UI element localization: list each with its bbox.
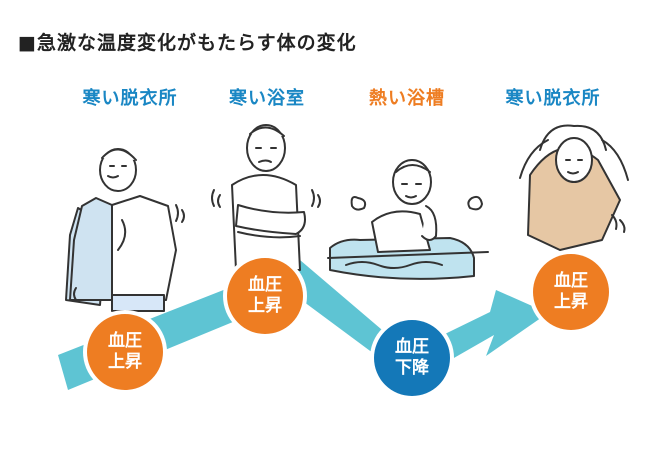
stage-label-cold-bathroom: 寒い浴室 xyxy=(229,88,305,109)
person-in-hot-bathtub xyxy=(327,159,489,280)
badge-blood-pressure-rise-3: 血圧 上昇 xyxy=(533,254,609,330)
badge-blood-pressure-rise-1: 血圧 上昇 xyxy=(87,314,163,390)
badge-line2: 下降 xyxy=(395,358,429,378)
badge-line1: 血圧 xyxy=(108,330,142,351)
stage-label-cold-dressing-room-2: 寒い脱衣所 xyxy=(505,88,601,109)
badge-blood-pressure-rise-2: 血圧 上昇 xyxy=(227,258,303,334)
diagram-title: ■急激な温度変化がもたらす体の変化 xyxy=(18,32,357,54)
stage-label-cold-dressing-room-1: 寒い脱衣所 xyxy=(82,88,178,109)
badge-line1: 血圧 xyxy=(248,274,282,295)
badge-line2: 上昇 xyxy=(248,296,282,316)
person-drying-hair xyxy=(519,124,629,251)
person-shivering-dressing-room xyxy=(65,148,185,312)
badge-blood-pressure-drop: 血圧 下降 xyxy=(374,320,450,396)
badge-line1: 血圧 xyxy=(395,336,429,357)
badge-line2: 上昇 xyxy=(108,352,142,372)
badge-line2: 上昇 xyxy=(554,292,588,312)
stage-label-hot-bathtub: 熱い浴槽 xyxy=(369,88,445,109)
badge-line1: 血圧 xyxy=(554,270,588,291)
person-cold-bathroom xyxy=(211,124,321,271)
